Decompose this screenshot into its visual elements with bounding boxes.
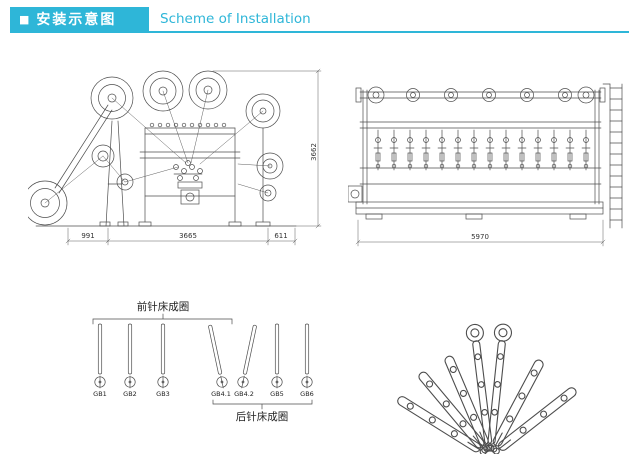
guide-bar-gb2	[124, 323, 136, 389]
guide-bar-looping-diagram: 前针床成圈 GB1 GB2 GB3 GB4.1 GB4.2 GB5 GB6 后针…	[78, 296, 333, 438]
fan-lineart	[395, 322, 579, 454]
guide-bar-gb5	[271, 323, 283, 389]
guide-bar-gb3	[157, 323, 169, 389]
machine-front-view-drawing: 5970	[348, 76, 633, 256]
header-rule	[10, 31, 629, 33]
yarn-threads	[44, 89, 271, 204]
fan-bar-6	[487, 357, 546, 454]
guide-bar-gb4-1	[204, 323, 229, 390]
dimension-line-width	[355, 219, 606, 247]
side-view-lineart	[28, 68, 322, 246]
dim-5970: 5970	[471, 233, 489, 241]
front-bed-bracket	[92, 313, 233, 325]
fan-bar-3	[443, 354, 493, 454]
dim-611: 611	[274, 232, 287, 240]
dim-991: 991	[81, 232, 94, 240]
gb3-label: GB3	[156, 390, 170, 398]
yarn-beam-right	[245, 93, 281, 227]
gb1-label: GB1	[93, 390, 107, 398]
section-title-en: Scheme of Installation	[160, 11, 311, 27]
dim-3662: 3662	[310, 143, 318, 161]
creel-incline	[54, 104, 125, 227]
tension-rollers	[91, 144, 284, 202]
yarn-beam-top-2	[142, 70, 184, 112]
fan-bar-4	[464, 322, 499, 453]
gb4-1-label: GB4.1	[211, 390, 231, 398]
front-needle-bed-label: 前针床成圈	[137, 300, 190, 313]
horizontal-rails	[359, 121, 602, 185]
needle-bed-lineart	[92, 313, 313, 410]
gb4-2-label: GB4.2	[234, 390, 254, 398]
machine-feet	[99, 221, 242, 227]
dimension-line-height	[212, 68, 322, 229]
gb6-label: GB6	[300, 390, 314, 398]
knitting-elements-cluster	[173, 160, 203, 205]
guide-bar-gb6	[301, 323, 313, 389]
dimension-lines-bottom	[65, 227, 298, 246]
top-beam-shaft	[355, 86, 606, 104]
guide-bar-fan-diagram	[372, 298, 602, 454]
yarn-beam-top-3	[188, 70, 228, 110]
back-needle-bed-label: 后针床成圈	[236, 410, 289, 423]
gb5-label: GB5	[270, 390, 284, 398]
banner-bullet-icon: ■	[19, 12, 30, 26]
gb2-label: GB2	[123, 390, 137, 398]
machine-base	[348, 185, 604, 220]
yarn-beam-lower-left	[28, 180, 68, 226]
machine-side-view-drawing: 991 3665 611 3662	[28, 64, 328, 256]
guide-bar-gb4-2	[236, 323, 261, 390]
side-ladder	[602, 83, 623, 229]
machine-frame	[139, 122, 241, 223]
yarn-beam-top-1	[90, 76, 134, 120]
guide-bar-gb1	[94, 323, 106, 389]
section-title-cn: 安装示意图	[36, 12, 117, 28]
dim-3665: 3665	[179, 232, 197, 240]
section-banner: ■ 安装示意图	[10, 7, 149, 31]
side-posts	[362, 89, 600, 205]
front-view-lineart	[348, 83, 623, 247]
guide-units-row	[373, 129, 591, 171]
back-bed-bracket	[212, 399, 313, 410]
